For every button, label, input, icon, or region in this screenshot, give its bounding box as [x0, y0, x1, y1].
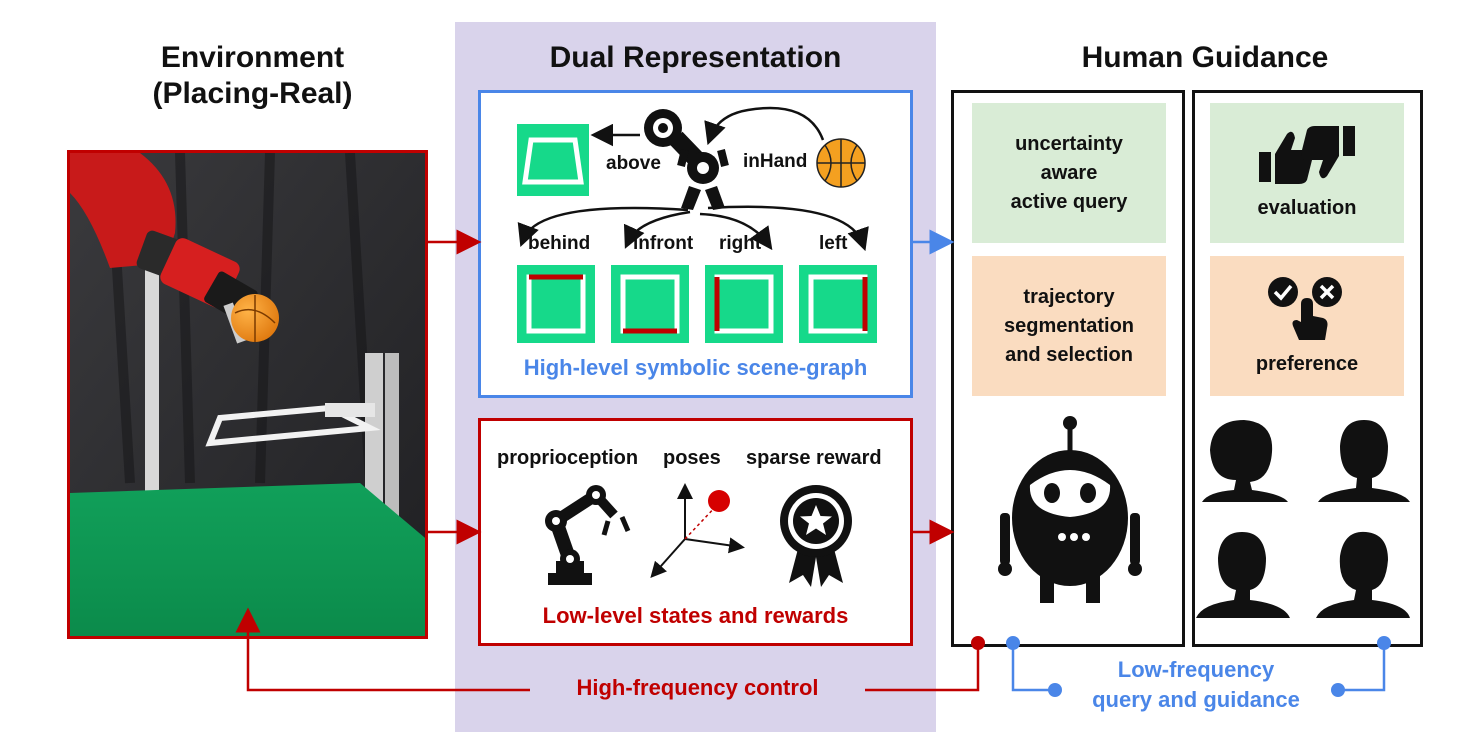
- active-query-line1: uncertainty: [1015, 132, 1123, 155]
- environment-title: Environment (Placing-Real): [90, 40, 415, 112]
- trajectory-line3: and selection: [1005, 343, 1133, 366]
- robot-scene-illustration: [70, 153, 425, 636]
- robot-agent-icon: [998, 416, 1142, 603]
- relation-inhand-label: inHand: [743, 151, 808, 172]
- human-silhouettes: [1196, 420, 1410, 618]
- trajectory-line1: trajectory: [1023, 285, 1115, 308]
- preference-label: preference: [1255, 352, 1359, 375]
- tile-infront: [611, 265, 689, 343]
- low-level-panel: proprioception poses sparse reward: [478, 418, 913, 646]
- pose-axes-icon: [650, 483, 745, 578]
- active-query-line2: aware: [1040, 161, 1098, 184]
- high-frequency-label: High-frequency control: [576, 675, 819, 700]
- low-frequency-label: Low-frequency query and guidance: [1062, 655, 1330, 715]
- sparse-reward-label: sparse reward: [746, 447, 882, 469]
- low-frequency-line2: query and guidance: [1092, 687, 1300, 712]
- person-icon-2: [1318, 420, 1410, 502]
- relation-behind-label: behind: [528, 233, 591, 254]
- low-frequency-loop-right: [1338, 643, 1386, 692]
- hoop-tile-icon: [517, 124, 589, 196]
- human-panel: evaluation preference: [1192, 90, 1423, 647]
- relation-left-label: left: [819, 233, 848, 254]
- active-query-line3: active query: [1010, 190, 1128, 213]
- environment-title-line1: Environment: [160, 41, 345, 74]
- scene-graph-caption: High-level symbolic scene-graph: [523, 355, 868, 380]
- dual-representation-title: Dual Representation: [549, 41, 842, 74]
- evaluation-card: evaluation: [1210, 103, 1404, 243]
- trajectory-line2: segmentation: [1003, 314, 1135, 337]
- poses-label: poses: [663, 447, 721, 469]
- person-icon-1: [1202, 420, 1288, 502]
- human-guidance-title: Human Guidance: [1081, 41, 1329, 74]
- gripper-icon: [644, 109, 729, 210]
- relation-infront-label: infront: [633, 233, 694, 254]
- proprioception-label: proprioception: [497, 447, 639, 469]
- preference-choice-icon: [1268, 276, 1342, 340]
- thumbs-up-down-icon: [1259, 125, 1355, 184]
- agent-panel: uncertainty aware active query trajector…: [951, 90, 1185, 647]
- person-icon-4: [1316, 531, 1410, 618]
- relation-right-label: right: [719, 233, 762, 254]
- tile-behind: [517, 265, 595, 343]
- low-frequency-line1: Low-frequency: [1117, 657, 1275, 682]
- spatial-relation-tiles: [517, 265, 877, 343]
- tile-right: [705, 265, 783, 343]
- scene-graph-edges: [517, 106, 869, 252]
- tile-left: [799, 265, 877, 343]
- robot-arm-icon: [545, 485, 631, 585]
- environment-title-line2: (Placing-Real): [152, 77, 353, 110]
- scene-graph-panel: above inHand behind infront right left H…: [478, 90, 913, 398]
- reward-medal-icon: [780, 485, 852, 587]
- person-icon-3: [1196, 532, 1290, 618]
- basketball-icon: [816, 138, 866, 188]
- preference-card: preference: [1210, 256, 1404, 396]
- evaluation-label: evaluation: [1257, 196, 1357, 219]
- trajectory-segmentation-card: trajectory segmentation and selection: [972, 256, 1166, 396]
- low-frequency-loop-left: [1011, 643, 1055, 692]
- environment-photo: [67, 150, 428, 639]
- low-level-caption: Low-level states and rewards: [542, 603, 849, 628]
- relation-above-label: above: [606, 153, 661, 174]
- active-query-card: uncertainty aware active query: [972, 103, 1166, 243]
